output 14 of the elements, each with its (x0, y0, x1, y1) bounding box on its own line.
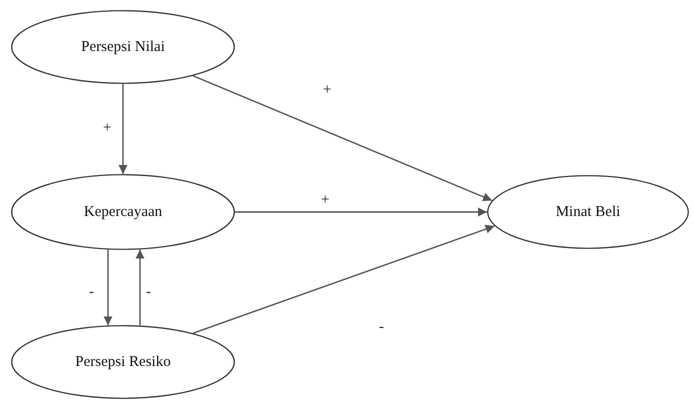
node-label: Kepercayaan (84, 204, 162, 220)
arrow (235, 208, 487, 216)
arrow (136, 250, 144, 326)
ellipse-node (487, 175, 689, 249)
node-label: Persepsi Resiko (75, 354, 171, 370)
arrow (104, 250, 112, 326)
arrow (192, 75, 492, 202)
arrow (192, 224, 495, 334)
ellipse-node (11, 10, 235, 84)
ellipse-node (11, 174, 235, 250)
ellipse-node (11, 325, 235, 399)
node-label: Persepsi Nilai (81, 38, 165, 56)
arrow (118, 84, 128, 174)
node-label: Minat Beli (556, 204, 620, 220)
